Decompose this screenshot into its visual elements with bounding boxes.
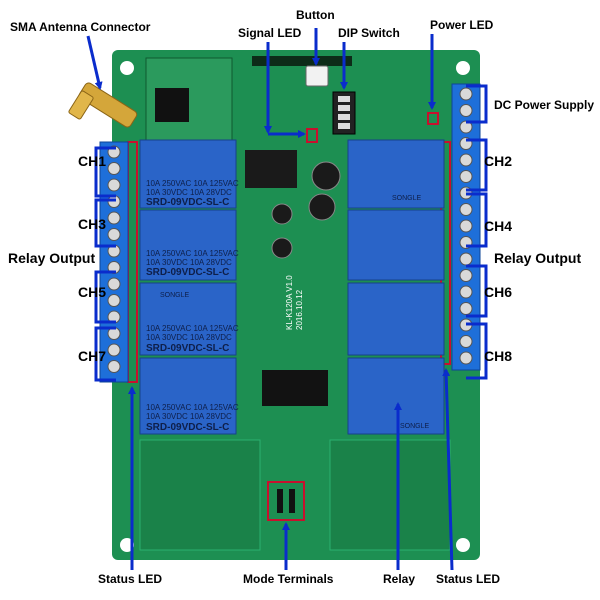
label-dip-switch: DIP Switch: [338, 26, 400, 40]
relay-left-4: 10A 250VAC 10A 125VAC 10A 30VDC 10A 28VD…: [139, 357, 239, 435]
svg-text:SONGLE: SONGLE: [160, 292, 190, 299]
arrow-status-led-right: [442, 368, 454, 571]
terminal-screw-icon: [459, 153, 473, 167]
terminal-screw-icon: [459, 351, 473, 365]
label-ch4: CH4: [484, 218, 513, 234]
button-icon: [305, 65, 329, 87]
label-relay-output-right: Relay Output: [494, 250, 582, 266]
terminal-screw-icon: [459, 285, 473, 299]
label-ch6: CH6: [484, 284, 513, 300]
svg-text:SRD-09VDC-SL-C: SRD-09VDC-SL-C: [146, 343, 229, 354]
bracket-ch4: [466, 192, 488, 248]
terminal-screw-icon: [459, 104, 473, 117]
power-led-marker: [427, 112, 439, 125]
relay-left-1: 10A 250VAC 10A 125VAC 10A 30VDC 10A 28VD…: [139, 139, 239, 209]
svg-text:10A 30VDC 10A 28VDC: 10A 30VDC 10A 28VDC: [146, 258, 232, 267]
terminal-screw-icon: [459, 219, 473, 233]
relay-right-3: [347, 282, 445, 356]
bracket-ch2: [466, 138, 488, 192]
svg-text:10A 30VDC 10A 28VDC: 10A 30VDC 10A 28VDC: [146, 333, 232, 342]
relay-right-1: SONGLE: [347, 139, 445, 209]
board-date-text: 2016.10.12: [295, 289, 304, 330]
terminal-screw-icon: [107, 162, 121, 175]
label-status-led-right: Status LED: [436, 572, 501, 586]
mounting-hole-icon: [456, 61, 470, 75]
bracket-ch1: [94, 146, 116, 198]
terminal-screw-icon: [107, 343, 121, 357]
bracket-ch8: [466, 322, 488, 380]
header-pins: [252, 56, 352, 66]
relay-right-4: SONGLE: [347, 357, 445, 435]
svg-text:SONGLE: SONGLE: [392, 195, 422, 202]
regulator-ic: [245, 150, 297, 188]
label-dc-power-supply: DC Power Supply: [494, 98, 595, 112]
mode-terminals-marker: [267, 481, 305, 521]
svg-text:10A 250VAC 10A 125VAC: 10A 250VAC 10A 125VAC: [146, 249, 239, 258]
capacitor-icon: [311, 161, 341, 191]
terminal-screw-icon: [459, 302, 473, 315]
label-ch3: CH3: [78, 216, 107, 232]
signal-led-marker: [306, 128, 318, 143]
label-ch1: CH1: [78, 153, 107, 169]
bracket-ch5: [94, 270, 116, 324]
terminal-screw-icon: [459, 170, 473, 183]
pcb-traces: [329, 439, 451, 551]
mounting-hole-icon: [120, 61, 134, 75]
svg-text:10A 250VAC 10A 125VAC: 10A 250VAC 10A 125VAC: [146, 179, 239, 188]
terminal-screw-icon: [459, 203, 473, 216]
label-button: Button: [296, 8, 335, 22]
rf-chip: [155, 88, 189, 122]
terminal-screw-icon: [107, 277, 121, 291]
arrow-sma-antenna: [86, 35, 103, 90]
driver-ic: [262, 370, 328, 406]
terminal-screw-icon: [107, 178, 121, 192]
svg-text:SRD-09VDC-SL-C: SRD-09VDC-SL-C: [146, 422, 229, 433]
terminal-screw-icon: [459, 87, 473, 101]
pcb-traces: [139, 439, 261, 551]
terminal-screw-icon: [107, 360, 121, 373]
svg-text:10A 250VAC 10A 125VAC: 10A 250VAC 10A 125VAC: [146, 403, 239, 412]
label-relay-output-left: Relay Output: [8, 250, 96, 266]
svg-text:10A 30VDC 10A 28VDC: 10A 30VDC 10A 28VDC: [146, 188, 232, 197]
terminal-screw-icon: [459, 335, 473, 348]
label-ch8: CH8: [484, 348, 513, 364]
label-mode-terminals: Mode Terminals: [243, 572, 334, 586]
label-ch5: CH5: [78, 284, 107, 300]
label-signal-led: Signal LED: [238, 26, 302, 40]
capacitor-icon: [271, 237, 293, 259]
label-ch2: CH2: [484, 153, 513, 169]
bracket-ch3: [94, 198, 116, 248]
svg-text:SONGLE: SONGLE: [400, 423, 430, 430]
capacitor-icon: [271, 203, 293, 225]
label-power-led: Power LED: [430, 18, 494, 32]
terminal-screw-icon: [107, 211, 121, 225]
relay-left-2: 10A 250VAC 10A 125VAC 10A 30VDC 10A 28VD…: [139, 209, 239, 281]
board-model-text: KL-K120A V1.0: [285, 275, 294, 330]
terminal-screw-icon: [459, 252, 473, 266]
terminal-screw-icon: [107, 294, 121, 307]
sma-antenna-icon: [68, 82, 138, 128]
svg-text:SRD-09VDC-SL-C: SRD-09VDC-SL-C: [146, 197, 229, 208]
capacitor-icon: [308, 193, 336, 221]
bracket-dc-power: [466, 84, 488, 124]
label-sma-antenna: SMA Antenna Connector: [10, 20, 151, 34]
terminal-screw-icon: [107, 228, 121, 241]
bracket-ch7: [94, 326, 116, 382]
mounting-hole-icon: [456, 538, 470, 552]
label-ch7: CH7: [78, 348, 107, 364]
terminal-screw-icon: [459, 269, 473, 282]
relay-left-3: SONGLE 10A 250VAC 10A 125VAC 10A 30VDC 1…: [139, 282, 239, 356]
bracket-ch6: [466, 264, 488, 318]
svg-text:10A 250VAC 10A 125VAC: 10A 250VAC 10A 125VAC: [146, 324, 239, 333]
svg-text:10A 30VDC 10A 28VDC: 10A 30VDC 10A 28VDC: [146, 412, 232, 421]
relay-right-2: [347, 209, 445, 281]
label-status-led-left: Status LED: [98, 572, 163, 586]
label-relay: Relay: [383, 572, 416, 586]
svg-text:SRD-09VDC-SL-C: SRD-09VDC-SL-C: [146, 267, 229, 278]
